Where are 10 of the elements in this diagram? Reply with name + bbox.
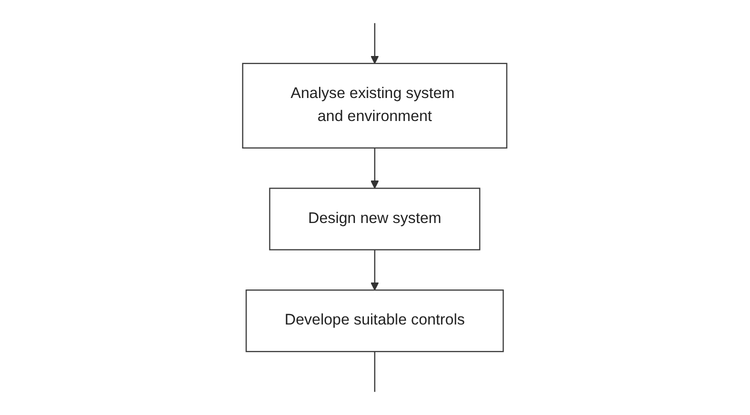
arrow [370, 23, 380, 64]
arrow [370, 250, 380, 290]
process-box [246, 290, 504, 352]
box-label: Develope suitable controls [284, 311, 466, 330]
box-label: Design new system [308, 209, 442, 229]
connector-line [374, 352, 376, 392]
process-box [269, 188, 481, 250]
box-label: Analyse existing system and environment [290, 84, 456, 127]
arrow [370, 148, 380, 189]
process-box [242, 62, 508, 149]
